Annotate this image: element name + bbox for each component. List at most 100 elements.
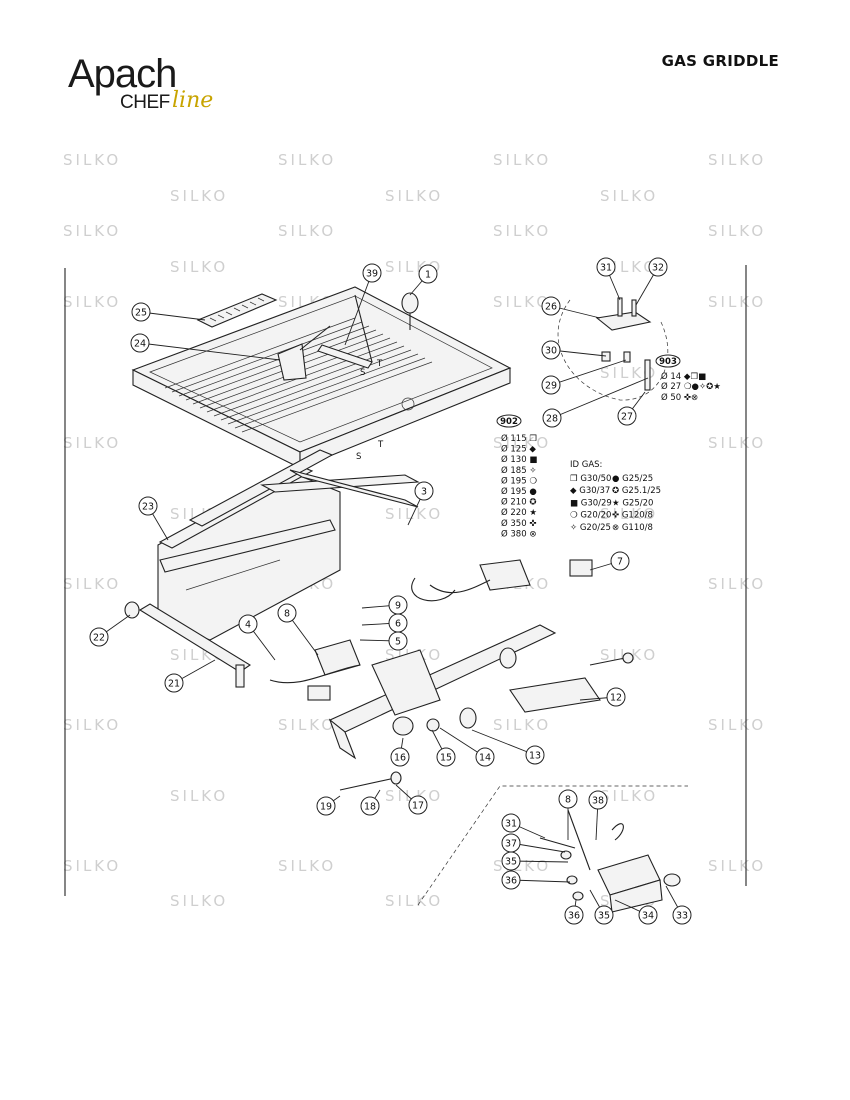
watermark-text: SILKO (170, 187, 228, 205)
watermark-text: SILKO (278, 857, 336, 875)
watermark-text: SILKO (278, 222, 336, 240)
watermark-text: SILKO (493, 151, 551, 169)
callout-13: 13 (525, 745, 545, 765)
watermark-text: SILKO (63, 575, 121, 593)
callout-35: 35 (501, 851, 521, 871)
callout-number: 19 (320, 802, 332, 813)
callout-number: 28 (546, 414, 558, 425)
leader-line (550, 359, 627, 386)
callout-number: 22 (93, 633, 105, 644)
id-gas-row-right: ⊗ G110/8 (612, 523, 653, 533)
id-gas-row-left: ❍ G20/20 (570, 511, 611, 521)
watermark-text: SILKO (493, 434, 551, 452)
callout-23: 23 (138, 496, 158, 516)
spec-902-row: Ø 130 ■ (501, 454, 537, 465)
leader-line (344, 272, 373, 346)
watermark-text: SILKO (600, 364, 658, 382)
callout-number: 26 (545, 302, 557, 313)
callout-36: 36 (564, 905, 584, 925)
label-t-lower: T (377, 440, 384, 450)
watermark-text: SILKO (600, 505, 658, 523)
callout-30: 30 (541, 340, 561, 360)
spec-902-row: Ø 125 ◆ (501, 444, 536, 455)
callout-9: 9 (388, 595, 408, 615)
spec-902-row: Ø 380 ⊗ (501, 528, 536, 539)
callout-8: 8 (277, 603, 297, 623)
callout-number: 16 (394, 753, 406, 764)
callout-number: 36 (505, 876, 517, 887)
tag-902: 902 (500, 417, 518, 427)
callout-16: 16 (390, 747, 410, 767)
callout-number: 13 (529, 751, 541, 762)
callout-number: 24 (134, 339, 146, 350)
griddle-plate (131, 286, 512, 469)
watermark-text: SILKO (385, 505, 443, 523)
watermark-text: SILKO (708, 151, 766, 169)
callout-number: 17 (412, 801, 424, 812)
knob-top (401, 292, 419, 330)
callout-35: 35 (594, 905, 614, 925)
callout-number: 3 (421, 487, 427, 498)
spec-903-row-1: Ø 14 ◆❒■ (661, 371, 706, 382)
callout-number: 25 (135, 308, 147, 319)
callout-number: 23 (142, 502, 154, 513)
callout-18: 18 (360, 796, 380, 816)
label-t-upper: T (376, 359, 383, 369)
callout-21: 21 (164, 673, 184, 693)
label-s-lower: S (356, 452, 361, 462)
logo-line: line (172, 88, 214, 113)
callout-29: 29 (541, 375, 561, 395)
watermark-text: SILKO (493, 222, 551, 240)
logo-brand: Apach (68, 52, 177, 96)
apach-chef-line-logo: Apach CHEF line (68, 52, 228, 122)
callout-26: 26 (541, 296, 561, 316)
callout-number: 31 (600, 263, 612, 274)
callout-number: 8 (284, 609, 290, 620)
callout-number: 14 (479, 753, 491, 764)
watermark-text: SILKO (493, 716, 551, 734)
watermark-text: SILKO (385, 187, 443, 205)
leader-line (510, 879, 571, 883)
tag-903: 903 (659, 357, 677, 367)
spec-902-row: Ø 185 ✧ (501, 465, 536, 476)
callout-number: 35 (598, 911, 610, 922)
id-gas-row-right: ✪ G25.1/25 (612, 486, 661, 496)
callout-31: 31 (596, 257, 616, 277)
spec-903-row-2: Ø 27 ❍●✧✪★ (661, 381, 721, 392)
callout-4: 4 (238, 614, 258, 634)
watermark-text: SILKO (708, 293, 766, 311)
callout-7: 7 (610, 551, 630, 571)
callout-number: 30 (545, 346, 557, 357)
callout-number: 6 (395, 619, 401, 630)
callout-number: 33 (676, 911, 688, 922)
spec-902-row: Ø 115 ❒ (501, 433, 537, 444)
label-s-upper: S (360, 368, 365, 378)
callout-number: 7 (617, 557, 623, 568)
spec-902-row: Ø 220 ★ (501, 507, 537, 518)
id-gas-legend: ID GAS: ❒ G30/50◆ G30/37■ G30/29❍ G20/20… (570, 460, 661, 533)
callout-8: 8 (558, 789, 578, 809)
callout-15: 15 (436, 747, 456, 767)
watermark-text: SILKO (708, 857, 766, 875)
watermark-text: SILKO (63, 857, 121, 875)
watermark-text: SILKO (63, 222, 121, 240)
leader-line (139, 342, 281, 361)
callout-14: 14 (475, 747, 495, 767)
callout-number: 4 (245, 620, 251, 631)
callout-number: 1 (425, 270, 431, 281)
callout-1: 1 (418, 264, 438, 284)
watermark-text: SILKO (63, 434, 121, 452)
watermark-text: SILKO (63, 151, 121, 169)
injector-spec-902: 902 Ø 115 ❒Ø 125 ◆Ø 130 ■Ø 185 ✧Ø 195 ❍Ø… (496, 414, 537, 539)
spec-902-row: Ø 195 ● (501, 486, 537, 497)
document-title: GAS GRIDDLE (661, 52, 779, 70)
id-gas-row-left: ✧ G20/25 (570, 523, 611, 533)
callout-number: 32 (652, 263, 664, 274)
id-gas-title: ID GAS: (570, 460, 602, 470)
id-gas-row-left: ❒ G30/50 (570, 474, 611, 484)
callout-number: 37 (505, 839, 517, 850)
callout-24: 24 (130, 333, 150, 353)
id-gas-row-right: ● G25/25 (612, 474, 653, 484)
callout-number: 34 (642, 911, 654, 922)
callout-number: 9 (395, 601, 401, 612)
